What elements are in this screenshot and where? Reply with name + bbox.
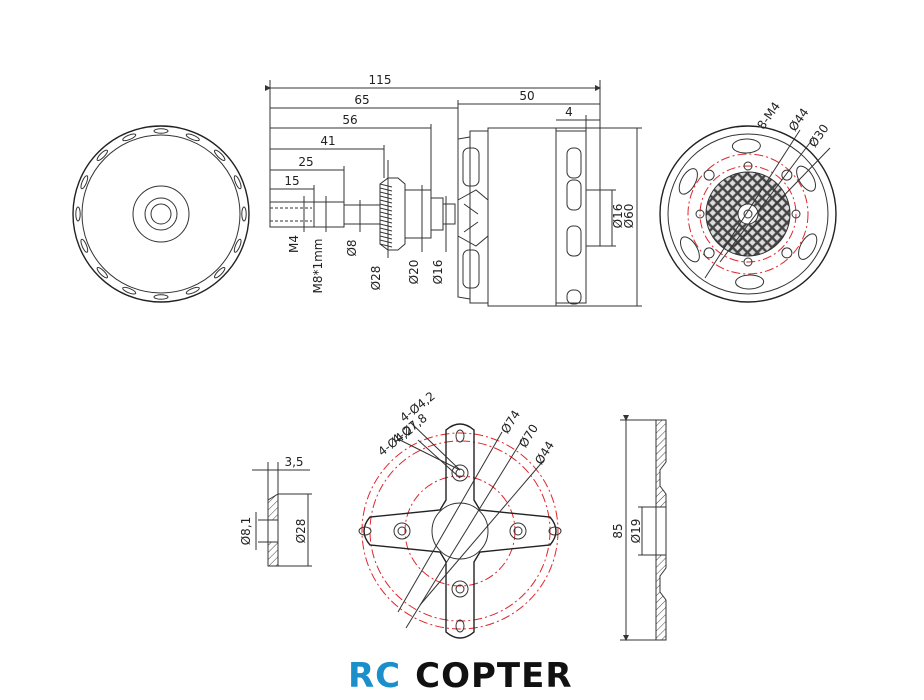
dim-65: 65	[354, 93, 369, 107]
front-end-view: 8-M4 Ø44 Ø30	[659, 99, 837, 303]
dim-56: 56	[342, 113, 357, 127]
dim-washer-o81: Ø8,1	[239, 517, 253, 546]
x-mount-view: 4-Ø4,2 4-Ø7,8 4-Ø4,2 Ø74 Ø70 Ø44	[358, 389, 562, 639]
dim-mount-o74: Ø74	[498, 408, 523, 436]
dim-m4: M4	[287, 235, 301, 253]
dim-mount-o70: Ø70	[516, 422, 541, 450]
dim-o20: Ø20	[407, 260, 421, 285]
dim-50: 50	[519, 89, 534, 103]
dim-o60: Ø60	[622, 204, 636, 229]
dim-front-o30: Ø30	[806, 122, 832, 150]
dim-m8-thread: M8*1mm	[311, 238, 325, 293]
washer-side-view: 3,5 Ø8,1 Ø28	[239, 455, 312, 567]
logo-rc-text: RC	[348, 656, 402, 696]
dim-25: 25	[298, 155, 313, 169]
dim-o8: Ø8	[345, 239, 359, 256]
dim-115: 115	[369, 73, 392, 87]
rc-copter-logo: RC COPTER	[348, 655, 573, 697]
dim-mount-h3: 4-Ø4,2	[375, 423, 416, 459]
dim-o28: Ø28	[369, 266, 383, 291]
dim-o16-shaft: Ø16	[431, 260, 445, 285]
dim-mount-85: 85	[611, 523, 625, 538]
dim-mount-o44: Ø44	[532, 439, 557, 467]
dim-washer-35: 3,5	[284, 455, 303, 469]
dim-o16-boss: Ø16	[611, 204, 625, 229]
dim-front-o44: Ø44	[786, 106, 812, 134]
dim-8-m4: 8-M4	[754, 99, 783, 132]
dim-41: 41	[320, 134, 335, 148]
mount-side-view: 85 Ø19	[611, 415, 667, 641]
motor-side-view: 115 65 56 50 41 25 15 4 M4 M8*1mm Ø8 Ø28…	[265, 73, 642, 307]
dim-mount-o19: Ø19	[629, 519, 643, 544]
dim-4: 4	[565, 105, 573, 119]
rear-end-view	[72, 125, 250, 303]
dim-15: 15	[284, 174, 299, 188]
logo-copter-text: COPTER	[415, 656, 573, 696]
dim-washer-o28: Ø28	[294, 519, 308, 544]
